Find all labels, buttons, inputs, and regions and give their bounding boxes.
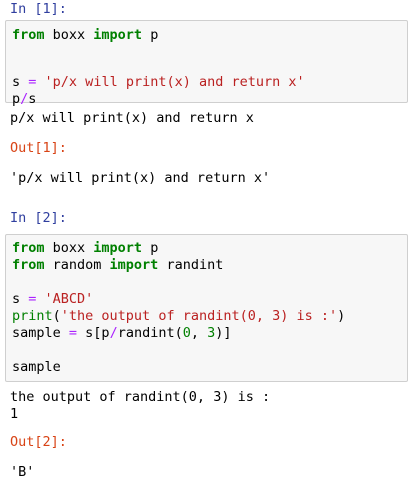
code-token: import [93,240,143,256]
code-token: s [12,74,29,90]
code-token: = [28,74,37,90]
code-line: from random import randint [12,257,223,274]
cell-1-in-prompt: In [1]: [10,1,67,17]
code-token: s[p [77,325,110,341]
code-token: p [142,240,159,256]
code-token: = [68,325,78,341]
code-token [36,291,44,307]
code-token: 0 [182,325,191,341]
code-token: boxx [44,240,94,256]
code-token: 'the output of randint(0, 3) is :' [60,308,338,324]
code-token: = [28,291,37,307]
cell-2-stdout-line-2: 1 [10,406,19,422]
code-token: from [12,240,45,256]
cell-2-in-prompt: In [2]: [10,210,67,226]
cell-1-out-prompt: Out[1]: [10,140,67,156]
code-line: print('the output of randint(0, 3) is :'… [12,308,345,325]
code-line: sample = s[p/randint(0, 3)] [12,325,232,342]
cell-2-out-prompt: Out[2]: [10,434,67,450]
code-token: s [12,291,29,307]
code-token: sample [12,325,69,341]
code-token: / [109,325,118,341]
code-token: / [20,91,29,107]
code-token: s [28,91,37,107]
code-line: p/s [12,91,36,108]
cell-2-stdout-line-1: the output of randint(0, 3) is : [10,389,271,405]
code-token: boxx [44,27,94,43]
code-token: print [12,308,53,324]
cell-1-stdout: p/x will print(x) and return x [10,110,254,126]
code-token: sample [12,359,61,375]
code-token: 'p/x will print(x) and return x' [44,74,305,90]
code-token: )] [215,325,232,341]
code-token: 'ABCD' [44,291,94,307]
code-token [36,74,44,90]
code-token: import [93,27,143,43]
code-token: random [44,257,110,273]
cell-2-result: 'B' [10,464,35,480]
code-token: ) [337,308,346,324]
code-token: randint( [117,325,183,341]
code-token: , [190,325,208,341]
code-token: 3 [207,325,216,341]
code-token: import [109,257,159,273]
cell-1-result: 'p/x will print(x) and return x' [10,170,271,186]
code-line: sample [12,359,61,376]
code-token: p [142,27,159,43]
code-line: from boxx import p [12,240,158,257]
code-token: from [12,27,45,43]
code-line: s = 'p/x will print(x) and return x' [12,74,305,91]
code-line: from boxx import p [12,27,158,44]
code-token: randint [158,257,224,273]
code-token: p [12,91,21,107]
code-line: s = 'ABCD' [12,291,93,308]
code-token: from [12,257,45,273]
code-token: ( [52,308,61,324]
